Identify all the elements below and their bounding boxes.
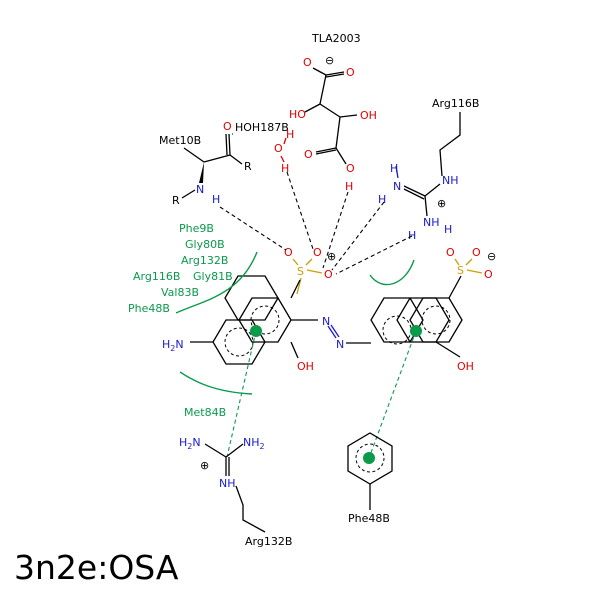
sulfonate-left: S O O O ⊕: [284, 246, 336, 295]
azo-n1: N: [322, 315, 330, 328]
arg116-label: Arg116B: [432, 97, 479, 110]
page-title: 3n2e:OSA: [14, 548, 179, 587]
naphthalene-left: OH H2N: [162, 275, 318, 373]
sulfonate-left-s: S: [297, 265, 304, 278]
hydrophobic-contacts: Phe9B Gly80B Arg132B Arg116B Gly81B Val8…: [128, 222, 415, 419]
sulfonate-right: S O O O ⊖: [446, 246, 496, 281]
tla-label: TLA2003: [311, 32, 361, 45]
arg116-n2: NH: [423, 216, 440, 229]
sulfonate-right-o3: O: [484, 268, 493, 281]
hoh-h-top: H: [286, 128, 294, 141]
met10-o: O: [223, 120, 232, 133]
hydrophobic-arg116: Arg116B: [133, 270, 180, 283]
arg116-h4: H: [444, 223, 452, 236]
hydrophobic-met84: Met84B: [184, 406, 226, 419]
arg132-plus: ⊕: [200, 459, 209, 472]
arg116-h2: H: [378, 193, 386, 206]
tla-minus-charge: ⊖: [325, 54, 334, 67]
left-amine: H2N: [162, 338, 184, 353]
met10-h: H: [212, 193, 220, 206]
sulfonate-left-minus: ⊕: [327, 250, 336, 263]
hydrophobic-phe9: Phe9B: [179, 222, 214, 235]
tla-h: H: [345, 180, 353, 193]
arg132-nh: NH: [219, 477, 236, 490]
arg116-h3: H: [408, 229, 416, 242]
phe48-residue: Phe48B: [347, 432, 393, 525]
arg132-nh2-right: NH2: [243, 436, 265, 451]
sulfonate-right-o1: O: [446, 246, 455, 259]
met10-r2: R: [172, 194, 180, 207]
met10-r1: R: [244, 160, 252, 173]
hoh-h-bottom: H: [281, 162, 289, 175]
sulfonate-left-o3: O: [324, 268, 333, 281]
sulfonate-left-o2: O: [313, 246, 322, 259]
arg132-label: Arg132B: [245, 535, 292, 548]
tla-oh: OH: [360, 109, 377, 122]
hydrophobic-arg132: Arg132B: [181, 254, 228, 267]
hoh-label: HOH187B: [235, 121, 289, 134]
azo-n2: N: [336, 338, 344, 351]
met10-n: N: [196, 183, 204, 196]
hydrophobic-val83: Val83B: [161, 286, 199, 299]
met10-residue: Met10B O R N H R: [159, 120, 252, 207]
arg116-plus: ⊕: [437, 197, 446, 210]
tla-o-oh: O: [346, 162, 355, 175]
arg132-h2n-left: H2N: [179, 436, 201, 451]
tla-ho: HO: [289, 108, 306, 121]
tla-o-right: O: [346, 66, 355, 79]
right-oh: OH: [457, 360, 474, 373]
arg116-nh: NH: [442, 174, 459, 187]
hydrophobic-gly81: Gly81B: [193, 270, 233, 283]
hoh-o: O: [274, 142, 283, 155]
left-oh: OH: [297, 360, 314, 373]
sulfonate-right-o2: O: [472, 246, 481, 259]
naphthalene-right: OH: [370, 275, 474, 373]
tla-molecule: TLA2003 ⊖ O O O HO OH O O H: [289, 32, 377, 193]
arg132-residue: H2N NH2 NH ⊕ Arg132B: [179, 436, 292, 548]
water-molecule: HOH187B H O H: [235, 121, 294, 175]
tla-o-lower: O: [304, 148, 313, 161]
sulfonate-right-minus: ⊖: [487, 250, 496, 263]
met10-label: Met10B: [159, 134, 201, 147]
hydrogen-bonds: [219, 133, 413, 275]
hydrophobic-phe48: Phe48B: [128, 302, 170, 315]
tla-o-left: O: [303, 56, 312, 69]
arg116-residue: Arg116B NH H N H NH H H ⊕: [378, 97, 479, 242]
arg116-h1: H: [390, 162, 398, 175]
arg116-n1: N: [393, 180, 401, 193]
phe48-label: Phe48B: [348, 512, 390, 525]
sulfonate-left-o1: O: [284, 246, 293, 259]
azo-bridge: N N: [322, 315, 371, 351]
hydrophobic-gly80: Gly80B: [185, 238, 225, 251]
sulfonate-right-s: S: [457, 264, 464, 277]
